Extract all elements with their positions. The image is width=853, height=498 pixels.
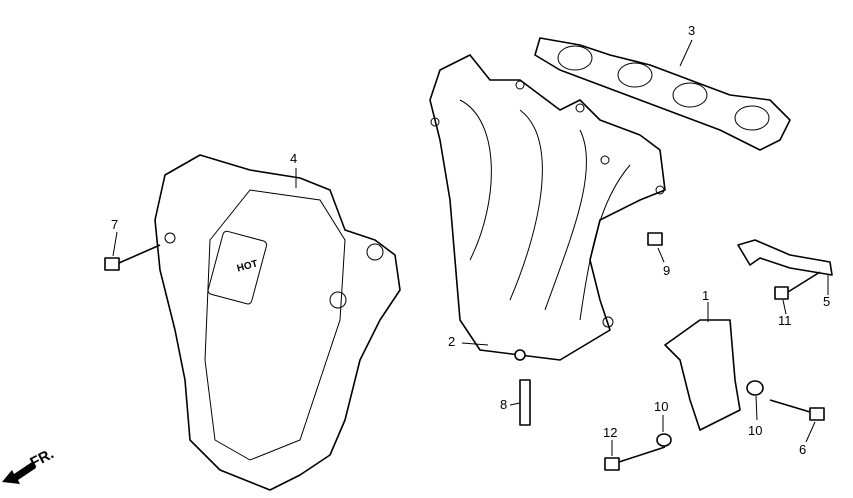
callout-7: 7 [111,217,119,232]
callout-4: 4 [290,151,298,166]
callout-8: 8 [500,397,508,412]
bracket-drawing [664,319,741,431]
callout-9: 9 [663,263,671,278]
callout-1: 1 [702,288,710,303]
callout-10a: 10 [654,399,669,414]
fasteners-drawing [104,232,825,471]
callout-5: 5 [823,294,831,309]
callout-6: 6 [799,442,807,457]
leader-lines [112,39,829,456]
callout-2: 2 [448,334,456,349]
hanger-bracket-drawing [737,239,833,276]
callout-3: 3 [688,23,696,38]
callout-11: 11 [778,313,792,328]
exhaust-manifold-drawing [429,54,666,361]
gasket-drawing [534,37,791,151]
callout-12: 12 [603,425,618,440]
heat-shield-drawing [154,154,401,491]
callout-10b: 10 [748,423,763,438]
front-arrow-icon [2,462,36,484]
